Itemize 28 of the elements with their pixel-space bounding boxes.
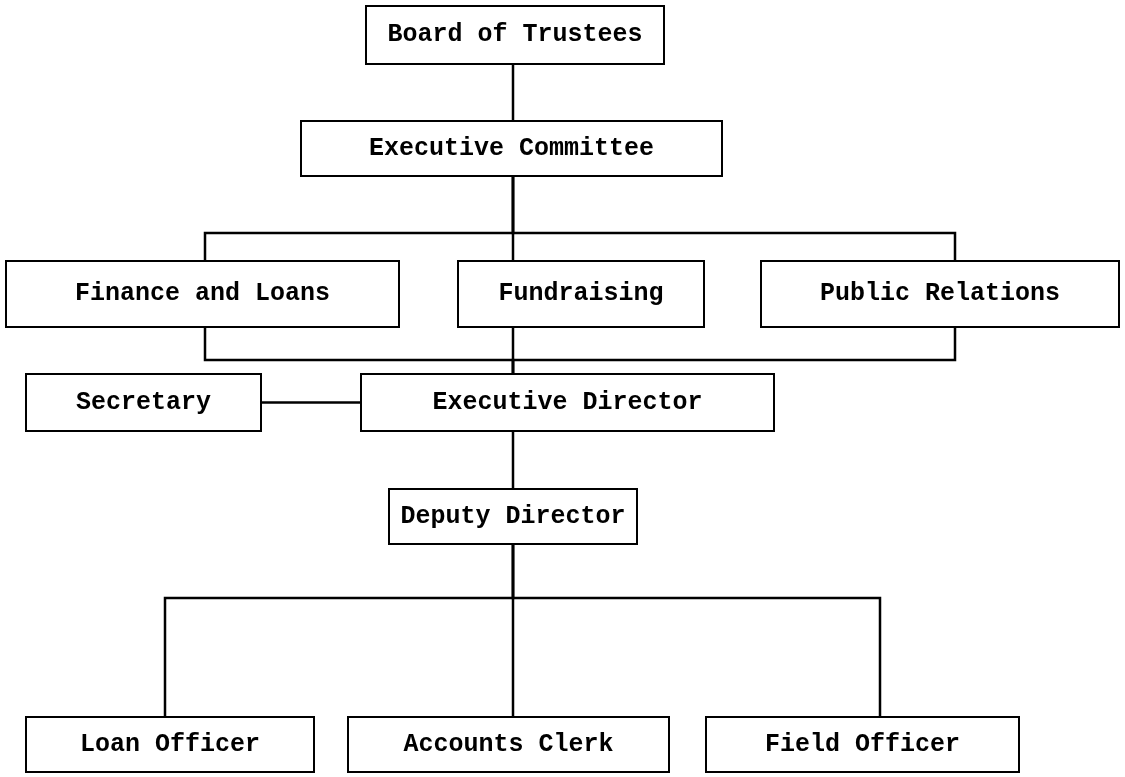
role-title: Secretary [76,386,211,419]
role-title: Loan Officer [80,728,260,761]
role-title: Finance and Loans [74,278,330,311]
role-title: Executive Committee [368,132,654,165]
role-title: Accounts Clerk [403,728,614,761]
org-box [365,5,665,65]
role-title: Public Relations [819,278,1060,311]
role-title: Fundraising [498,278,664,311]
connector-line [511,545,882,716]
org-box [25,716,315,773]
org-box [300,120,723,177]
org-box [347,716,670,773]
role-title: Deputy Director [400,500,626,533]
org-box [25,373,262,432]
connector-line [262,401,360,404]
role-title: Field Officer [764,728,960,761]
connector-line [511,328,957,373]
org-box [457,260,705,328]
role-title: Board of Trustees [387,19,643,52]
connector-line [511,177,957,260]
org-box [760,260,1120,328]
org-box [388,488,638,545]
connector-line [511,432,515,488]
org-box [705,716,1020,773]
role-title: Executive Director [432,386,703,419]
connector-line [511,65,515,120]
org-box [5,260,400,328]
org-box [360,373,775,432]
